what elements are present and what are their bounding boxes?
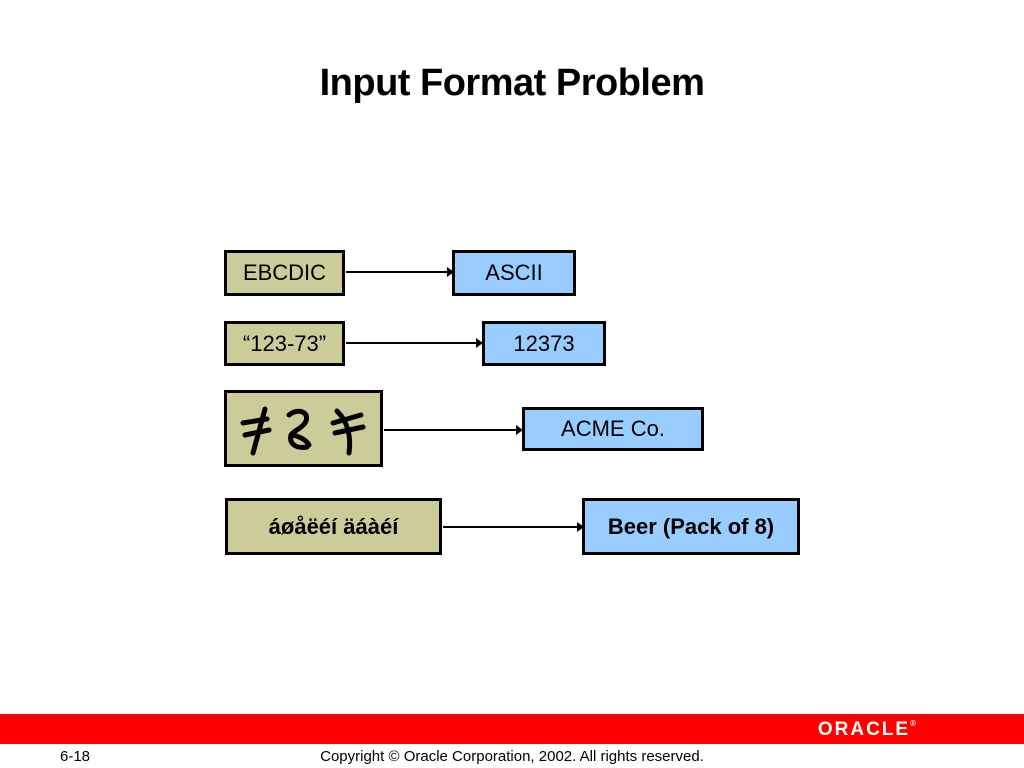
copyright-notice: Copyright © Oracle Corporation, 2002. Al… (320, 748, 704, 765)
oracle-logo-text: ORACLE (817, 719, 911, 740)
target-label-number: 12373 (513, 330, 575, 356)
source-box-quoted-number: “123-73” (224, 321, 345, 366)
target-label-ascii: ASCII (485, 260, 543, 285)
arrow-quoted-to-number (346, 338, 483, 348)
page-number: 6-18 (60, 748, 91, 765)
target-box-number: 12373 (482, 321, 606, 366)
target-label-company: ACME Co. (561, 416, 665, 441)
source-box-ebcdic: EBCDIC (224, 250, 345, 296)
source-box-glyph-logo (224, 390, 383, 467)
registered-mark-icon: ® (910, 719, 916, 728)
source-label-ebcdic: EBCDIC (242, 260, 327, 285)
arrow-encoded-to-product (443, 522, 584, 532)
arrow-glyph-to-company (384, 425, 523, 435)
target-label-product: Beer (Pack of 8) (607, 513, 775, 539)
source-label-encoded-text: áøåëéí äáàéí (268, 513, 399, 539)
arrow-ebcdic-to-ascii (346, 267, 454, 277)
source-label-quoted-number: “123-73” (242, 330, 327, 356)
oracle-logo: ORACLE® (818, 719, 916, 741)
slide-title: Input Format Problem (319, 62, 705, 104)
footer-bar: ORACLE® (0, 714, 1024, 744)
target-box-ascii: ASCII (452, 250, 576, 296)
target-box-company: ACME Co. (522, 407, 704, 451)
source-box-encoded-text: áøåëéí äáàéí (225, 498, 442, 555)
target-box-product: Beer (Pack of 8) (582, 498, 800, 555)
company-glyph-icon (240, 406, 366, 455)
